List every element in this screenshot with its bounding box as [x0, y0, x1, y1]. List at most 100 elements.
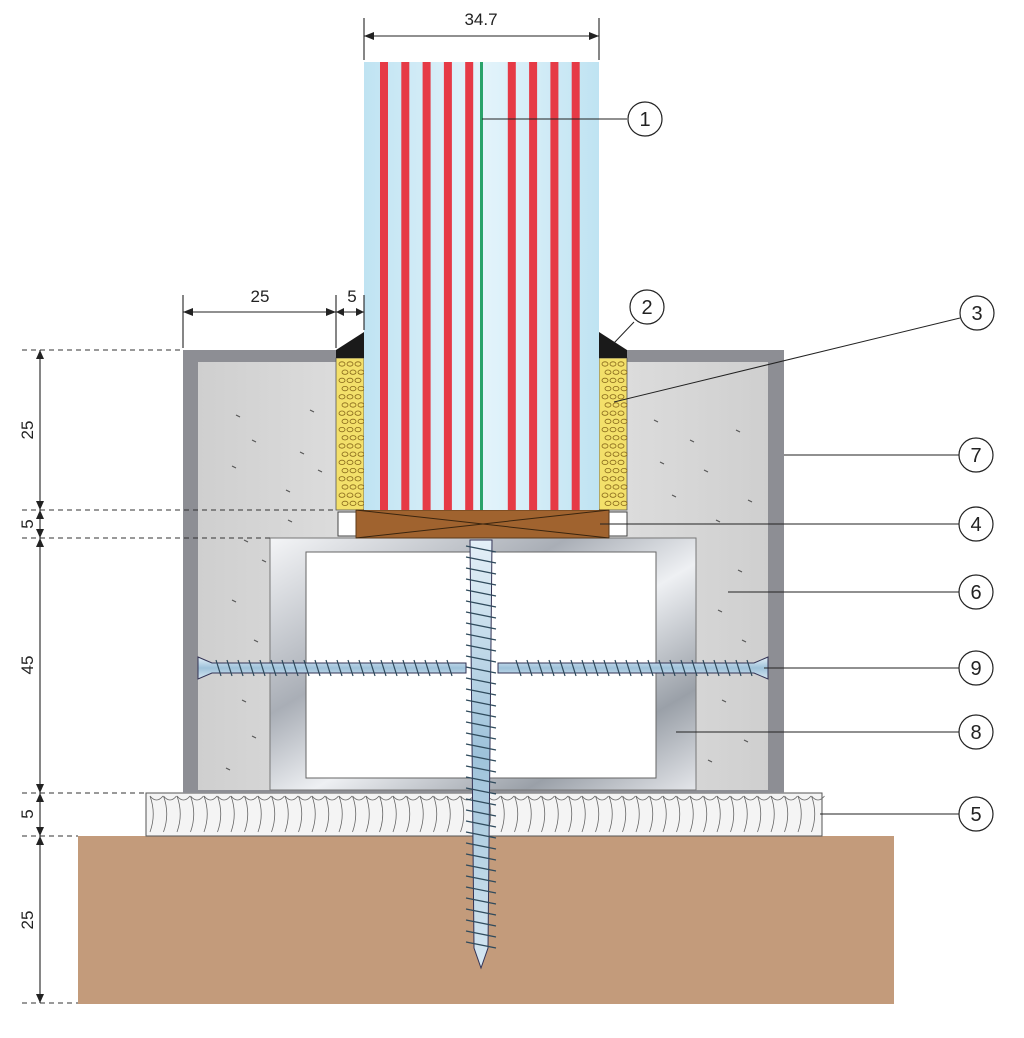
concrete-speckle	[251, 735, 257, 739]
screw-thread	[625, 659, 632, 677]
concrete-speckle	[735, 429, 741, 433]
screw-thread	[559, 659, 566, 677]
screw-thread	[303, 659, 310, 677]
insulation-pellet	[341, 451, 349, 457]
screw-thread	[691, 659, 698, 677]
concrete-speckle	[317, 469, 323, 473]
callout-4: 4	[600, 506, 994, 542]
insulation-pellet	[338, 410, 346, 416]
concrete-speckle	[299, 451, 305, 455]
insulation-pellet	[620, 418, 628, 424]
concrete-speckle	[231, 599, 237, 603]
insulation-pellet	[601, 492, 609, 498]
dimension-arrow	[36, 793, 44, 802]
screw-thread	[658, 659, 665, 677]
screw-thread	[636, 659, 643, 677]
callout-label-1: 1	[639, 109, 650, 131]
foam-cell	[338, 795, 353, 833]
insulation-pellet	[609, 410, 617, 416]
insulation-pellet	[617, 476, 625, 482]
callout-8: 8	[676, 714, 994, 750]
concrete-speckle	[241, 699, 247, 703]
callout-label-9: 9	[970, 658, 981, 680]
screw-thread	[746, 659, 753, 677]
screw-thread	[537, 659, 544, 677]
glass-stripe	[422, 62, 431, 510]
concrete-speckles	[225, 409, 753, 771]
screw-thread	[735, 659, 742, 677]
screw-thread	[435, 659, 442, 677]
screw-thread	[465, 886, 497, 894]
insulation-pellet	[601, 377, 609, 383]
foam-cell	[649, 795, 663, 833]
callout-label-7: 7	[970, 445, 981, 467]
dimension-label-v2: 5	[18, 519, 37, 528]
sealant-right	[599, 332, 627, 358]
dimension-arrow	[36, 538, 44, 547]
screw-thread	[581, 659, 588, 677]
foam-cell	[784, 795, 798, 833]
insulation-pellet	[609, 476, 617, 482]
insulation-pellet	[349, 500, 357, 506]
screw-thread	[592, 659, 599, 677]
screw-thread	[465, 809, 497, 817]
screw-thread	[424, 659, 431, 677]
dimension-label-top: 34.7	[464, 10, 497, 29]
insulation-pellet	[346, 492, 354, 498]
dimension-arrow	[36, 784, 44, 793]
foam-cell	[149, 795, 164, 833]
screw-thread	[713, 659, 720, 677]
screw-thread	[465, 919, 497, 927]
screw-thread	[702, 659, 709, 677]
insulation-pellet	[354, 377, 362, 383]
callout-label-3: 3	[971, 303, 982, 325]
concrete-speckle	[689, 439, 695, 443]
insulation-pellet	[349, 451, 357, 457]
insulation-pellet	[349, 402, 357, 408]
screw-thread	[465, 600, 497, 608]
screw-thread	[465, 567, 497, 575]
callout-label-8: 8	[970, 722, 981, 744]
concrete-speckle	[235, 414, 241, 418]
screw-thread	[237, 659, 244, 677]
insulation-pellet	[341, 484, 349, 490]
concrete-speckle	[741, 639, 747, 643]
insulation-pellet	[609, 377, 617, 383]
insulation-pellet	[349, 418, 357, 424]
dimension-label-v1: 25	[18, 421, 37, 440]
callout-1: 1	[482, 101, 663, 137]
insulation-pellet	[354, 394, 362, 400]
screw-thread	[680, 659, 687, 677]
insulation-pellet	[601, 443, 609, 449]
dimension-arrow	[36, 994, 44, 1003]
insulation-pellet	[612, 467, 620, 474]
screw-thread	[465, 908, 497, 916]
insulation-pellet	[338, 459, 346, 465]
foam-cell	[554, 795, 569, 833]
concrete-speckle	[715, 519, 721, 523]
screw-thread	[465, 633, 497, 641]
insulation-pellet	[601, 410, 609, 416]
foam-cell	[365, 795, 380, 833]
insulation-pellet	[349, 385, 357, 392]
screw-thread	[614, 659, 621, 677]
concrete-speckle	[261, 559, 267, 563]
insulation-pellet	[346, 426, 354, 433]
insulation-pellet	[349, 435, 357, 441]
insulation-pellet	[604, 435, 612, 441]
insulation-pellet	[617, 394, 625, 400]
insulation-pellet	[612, 435, 620, 441]
insulation-pellet	[338, 394, 346, 400]
foam-cell	[622, 795, 636, 833]
insulation-pellet	[346, 410, 354, 416]
glass-panel	[364, 62, 599, 510]
concrete-speckle	[225, 767, 231, 771]
foam-cell	[271, 795, 285, 833]
insulation-pellet	[620, 402, 628, 408]
insulation-pellet	[604, 369, 612, 375]
foam-cell	[176, 795, 191, 833]
screw-thread	[465, 545, 497, 553]
insulation-pellet	[354, 476, 362, 482]
glass-stripe	[465, 62, 474, 510]
insulation-pellet	[346, 394, 354, 400]
